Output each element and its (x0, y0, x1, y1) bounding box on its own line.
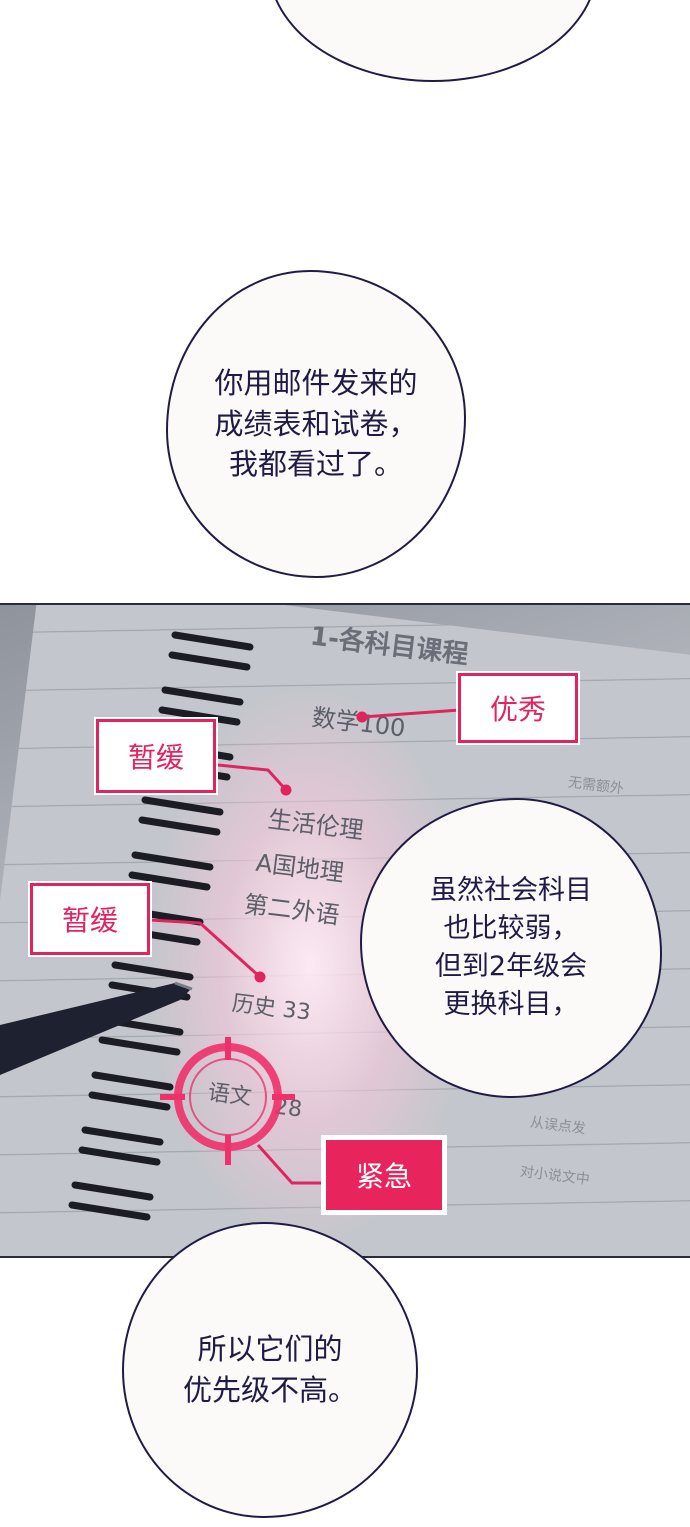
speech-bubble-3: 所以它们的 优先级不高。 (122, 1222, 418, 1518)
tag-excellent: 优秀 (456, 671, 580, 745)
bubble-1-line-2: 成绩表和试卷， (214, 406, 418, 441)
speech-bubble-top-partial (268, 0, 598, 82)
bubble-2-line-3: 但到2年级会 (434, 951, 588, 982)
bubble-1-line-1: 你用邮件发来的 (214, 366, 418, 401)
speech-bubble-1: 你用邮件发来的 成绩表和试卷， 我都看过了。 (166, 270, 466, 578)
tag-postpone-1: 暂缓 (94, 717, 218, 795)
annotation-lines (149, 708, 461, 1185)
tag-postpone-2: 暂缓 (28, 881, 152, 957)
target-crosshair (160, 1037, 295, 1165)
bubble-2-line-2: 也比较弱， (443, 913, 579, 945)
tag-urgent: 紧急 (321, 1135, 447, 1215)
bubble-3-line-1: 所以它们的 (197, 1332, 343, 1367)
bubble-2-line-1: 虽然社会科目 (430, 875, 592, 907)
bubble-2-line-4: 更换科目， (443, 988, 579, 1020)
bubble-1-line-3: 我都看过了。 (228, 447, 403, 482)
bubble-3-line-2: 优先级不高。 (182, 1373, 357, 1407)
speech-bubble-2: 虽然社会科目 也比较弱， 但到2年级会 更换科目， (360, 798, 662, 1098)
